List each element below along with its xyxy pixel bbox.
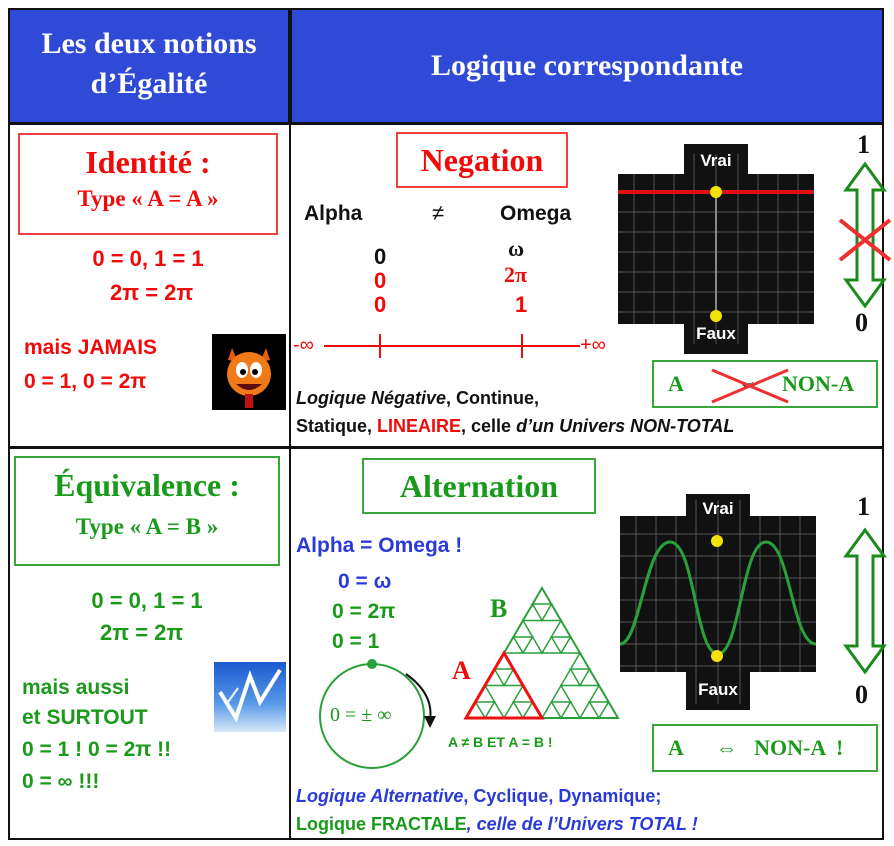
header-left-line2: d’Égalité <box>10 64 288 104</box>
equivalence-also-eq2: 0 = ∞ !!! <box>22 770 99 794</box>
header-left-line1: Les deux notions <box>10 24 288 64</box>
identity-eq2: 2π = 2π <box>110 280 193 306</box>
alternation-oscilloscope <box>620 494 816 710</box>
negation-desc-line1: Logique Négative, Continue, <box>296 388 539 409</box>
alternation-relation-box: A ⇔ NON-A ! <box>652 724 878 772</box>
equivalence-also2: et SURTOUT <box>22 706 148 730</box>
negation-relation-b: NON-A <box>782 371 854 397</box>
alternation-scale-top: 1 <box>857 492 870 522</box>
triangle-label-a: A <box>452 656 471 686</box>
negation-scope-faux: Faux <box>684 324 748 344</box>
devil-face-icon <box>212 334 286 410</box>
alternation-eq3: 0 = 1 <box>332 630 379 654</box>
header-left: Les deux notions d’Égalité <box>10 24 288 104</box>
negation-neq: ≠ <box>432 200 444 226</box>
alternation-title: Alternation <box>362 458 596 514</box>
equivalence-eq1: 0 = 0, 1 = 1 <box>14 588 280 614</box>
negation-scale-bottom: 0 <box>855 308 868 338</box>
negation-right-1: 1 <box>515 292 527 318</box>
logo-mark-icon <box>214 662 286 732</box>
crossed-double-arrow-icon <box>836 160 894 310</box>
equivalence-type: Type « A = B » <box>16 510 278 544</box>
alternation-eq2: 0 = 2π <box>332 600 395 624</box>
negation-left-0a: 0 <box>374 244 386 270</box>
negation-relation-a: A <box>668 371 684 397</box>
triangle-label-b: B <box>490 594 507 624</box>
negation-desc-line2: Statique, LINEAIRE, celle d’un Univers N… <box>296 416 734 437</box>
alternation-scope-vrai: Vrai <box>686 499 750 519</box>
negation-right-omega: ω <box>508 236 524 262</box>
negation-right-2pi: 2π <box>504 262 527 288</box>
identity-never: mais JAMAIS <box>24 336 157 360</box>
negation-desc-rest: , Continue, <box>446 388 539 408</box>
negation-left-0b: 0 <box>374 268 386 294</box>
negation-desc2-d: d’un Univers NON-TOTAL <box>516 416 734 436</box>
alternation-desc-line2: Logique FRACTALE, celle de l’Univers TOT… <box>296 814 698 835</box>
negation-title: Negation <box>396 132 568 188</box>
header-right: Logique correspondante <box>292 46 882 86</box>
row-divider <box>10 446 882 449</box>
negation-desc2-a: Statique, <box>296 416 377 436</box>
negation-relation-box: A ⇔ NON-A <box>652 360 878 408</box>
devil-avatar <box>212 334 286 410</box>
logo-thumbnail <box>214 662 286 732</box>
identity-type: Type « A = A » <box>20 183 276 215</box>
alternation-scope-faux: Faux <box>686 680 750 700</box>
triangle-caption: A ≠ B ET A = B ! <box>448 734 553 750</box>
column-divider <box>289 122 291 838</box>
sierpinski-triangle <box>462 584 622 724</box>
negation-desc2-c: , celle <box>461 416 516 436</box>
equivalence-box: Équivalence : Type « A = B » <box>14 456 280 566</box>
negation-scope-vrai: Vrai <box>684 151 748 171</box>
relation-cross-icon <box>708 366 792 406</box>
equivalence-title: Équivalence : <box>16 464 278 506</box>
identity-eq1: 0 = 0, 1 = 1 <box>18 246 278 272</box>
header-bottom-rule <box>10 122 882 125</box>
alternation-desc1-a: Logique Alternative <box>296 786 463 806</box>
alternation-eq1: 0 = ω <box>338 570 391 594</box>
negation-alpha: Alpha <box>304 202 362 226</box>
cycle-circle-label: 0 = ± ∞ <box>330 704 392 727</box>
alternation-scale-bottom: 0 <box>855 680 868 710</box>
number-line <box>290 320 620 370</box>
double-arrow-icon <box>836 526 894 676</box>
equivalence-also1: mais aussi <box>22 676 129 700</box>
negation-desc-italic: Logique Négative <box>296 388 446 408</box>
equivalence-also-eq1: 0 = 1 ! 0 = 2π !! <box>22 738 171 762</box>
identity-title: Identité : <box>20 141 276 183</box>
negation-oscilloscope <box>618 144 814 354</box>
alternation-desc2-b: , celle de l’Univers TOTAL ! <box>467 814 698 834</box>
negation-scale-top: 1 <box>857 130 870 160</box>
alternation-desc1-b: , Cyclique, Dynamique; <box>463 786 661 806</box>
negation-desc2-b: LINEAIRE <box>377 416 461 436</box>
alternation-alpha-omega: Alpha = Omega ! <box>296 534 462 558</box>
alternation-desc-line1: Logique Alternative, Cyclique, Dynamique… <box>296 786 661 807</box>
negation-left-0c: 0 <box>374 292 386 318</box>
negation-omega: Omega <box>500 202 571 226</box>
equivalence-eq2: 2π = 2π <box>100 620 183 646</box>
identity-box: Identité : Type « A = A » <box>18 133 278 235</box>
identity-never-eq: 0 = 1, 0 = 2π <box>24 370 146 394</box>
alternation-desc2-a: Logique FRACTALE <box>296 814 467 834</box>
